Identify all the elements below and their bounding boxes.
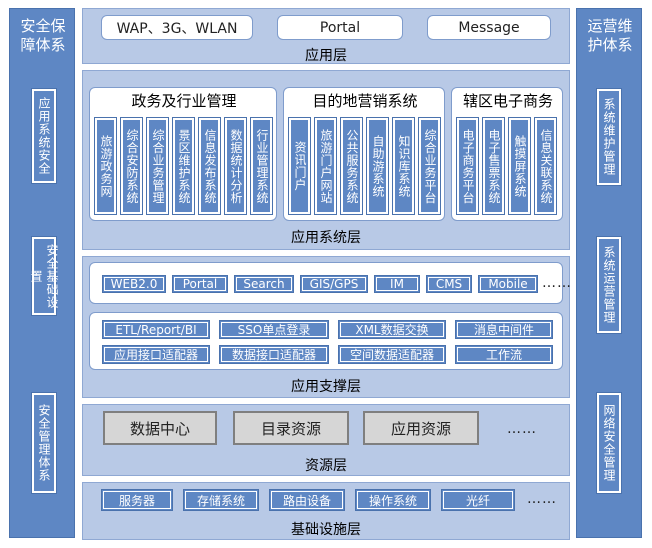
network-security-box: 网络安全管理 xyxy=(597,393,621,493)
app-item-wap: WAP、3G、WLAN xyxy=(101,15,253,40)
app-layer-label: 应用层 xyxy=(305,48,347,64)
operation-system-title: 运营维护体系 xyxy=(587,17,633,54)
app-system-layer: 政务及行业管理 旅游政务网 综合安防系统 综合业务管理 景区维护系统 信息发布系… xyxy=(82,70,570,250)
gov-item-2: 综合业务管理 xyxy=(147,118,168,214)
support-row1-more: …… xyxy=(542,275,572,291)
support-workflow: 工作流 xyxy=(455,345,553,364)
support-tag-portal: Portal xyxy=(172,275,228,293)
gov-item-5: 数据统计分析 xyxy=(225,118,246,214)
group-government: 政务及行业管理 旅游政务网 综合安防系统 综合业务管理 景区维护系统 信息发布系… xyxy=(89,87,277,221)
support-layer-label: 应用支撑层 xyxy=(291,379,361,395)
group-destination-title: 目的地营销系统 xyxy=(312,92,418,110)
system-operation-box: 系统运营管理 xyxy=(597,237,621,333)
app-system-security-box: 应用系统安全 xyxy=(32,89,56,183)
operation-system-column: 运营维护体系 系统维护管理 系统运营管理 网络安全管理 xyxy=(576,8,642,538)
resource-layer: 数据中心 目录资源 应用资源 …… 资源层 xyxy=(82,404,570,476)
group-government-title: 政务及行业管理 xyxy=(131,92,237,110)
support-sso: SSO单点登录 xyxy=(219,320,329,339)
support-spatial-adapter: 空间数据适配器 xyxy=(338,345,446,364)
gov-item-0: 旅游政务网 xyxy=(95,118,116,214)
app-item-portal: Portal xyxy=(277,15,403,40)
support-tag-cms: CMS xyxy=(426,275,472,293)
security-system-column: 安全保障体系 应用系统安全 安全基础设置 安全管理体系 xyxy=(9,8,75,538)
ecom-item-3: 信息关联系统 xyxy=(535,118,556,214)
app-item-message: Message xyxy=(427,15,551,40)
resource-layer-label: 资源层 xyxy=(305,458,347,474)
system-maintenance-box: 系统维护管理 xyxy=(597,89,621,185)
dest-item-2: 公共服务系统 xyxy=(341,118,362,214)
ecom-item-2: 触摸屏系统 xyxy=(509,118,530,214)
support-mq: 消息中间件 xyxy=(455,320,553,339)
dest-item-3: 自助游系统 xyxy=(367,118,388,214)
group-ecommerce: 辖区电子商务 电子商务平台 电子售票系统 触摸屏系统 信息关联系统 xyxy=(451,87,563,221)
group-destination: 目的地营销系统 资讯门户 旅游门户网站 公共服务系统 自助游系统 知识库系统 综… xyxy=(283,87,445,221)
ecom-item-0: 电子商务平台 xyxy=(457,118,478,214)
security-system-title: 安全保障体系 xyxy=(20,17,66,54)
app-layer: WAP、3G、WLAN Portal Message 应用层 xyxy=(82,8,570,64)
infra-more: …… xyxy=(527,491,557,507)
support-data-adapter: 数据接口适配器 xyxy=(219,345,329,364)
resource-more: …… xyxy=(507,421,537,437)
app-system-layer-label: 应用系统层 xyxy=(291,230,361,246)
support-etl: ETL/Report/BI xyxy=(102,320,210,339)
security-management-box: 安全管理体系 xyxy=(32,393,56,493)
support-row1-panel: WEB2.0 Portal Search GIS/GPS IM CMS Mobi… xyxy=(89,262,571,304)
gov-item-4: 信息发布系统 xyxy=(199,118,220,214)
security-infrastructure-box: 安全基础设置 xyxy=(29,237,59,315)
support-tag-gis: GIS/GPS xyxy=(300,275,368,293)
support-row23-panel: ETL/Report/BI SSO单点登录 XML数据交换 消息中间件 应用接口… xyxy=(89,312,563,370)
dest-item-1: 旅游门户网站 xyxy=(315,118,336,214)
support-tag-web20: WEB2.0 xyxy=(102,275,166,293)
support-tag-search: Search xyxy=(234,275,294,293)
gov-item-1: 综合安防系统 xyxy=(121,118,142,214)
resource-application: 应用资源 xyxy=(363,411,479,445)
support-app-adapter: 应用接口适配器 xyxy=(102,345,210,364)
infra-storage: 存储系统 xyxy=(183,489,259,511)
resource-data-center: 数据中心 xyxy=(103,411,217,445)
ecom-item-1: 电子售票系统 xyxy=(483,118,504,214)
dest-item-0: 资讯门户 xyxy=(289,118,310,214)
infra-fiber: 光纤 xyxy=(441,489,515,511)
dest-item-4: 知识库系统 xyxy=(393,118,414,214)
gov-item-6: 行业管理系统 xyxy=(251,118,272,214)
infra-server: 服务器 xyxy=(101,489,173,511)
infra-layer-label: 基础设施层 xyxy=(291,522,361,538)
dest-item-5: 综合业务平台 xyxy=(419,118,440,214)
gov-item-3: 景区维护系统 xyxy=(173,118,194,214)
infra-os: 操作系统 xyxy=(355,489,431,511)
support-tag-im: IM xyxy=(374,275,420,293)
infra-router: 路由设备 xyxy=(269,489,345,511)
support-xml: XML数据交换 xyxy=(338,320,446,339)
group-ecommerce-title: 辖区电子商务 xyxy=(462,92,553,110)
resource-directory: 目录资源 xyxy=(233,411,349,445)
support-tag-mobile: Mobile xyxy=(478,275,538,293)
infra-layer: 服务器 存储系统 路由设备 操作系统 光纤 …… 基础设施层 xyxy=(82,482,570,540)
support-layer: WEB2.0 Portal Search GIS/GPS IM CMS Mobi… xyxy=(82,256,571,398)
